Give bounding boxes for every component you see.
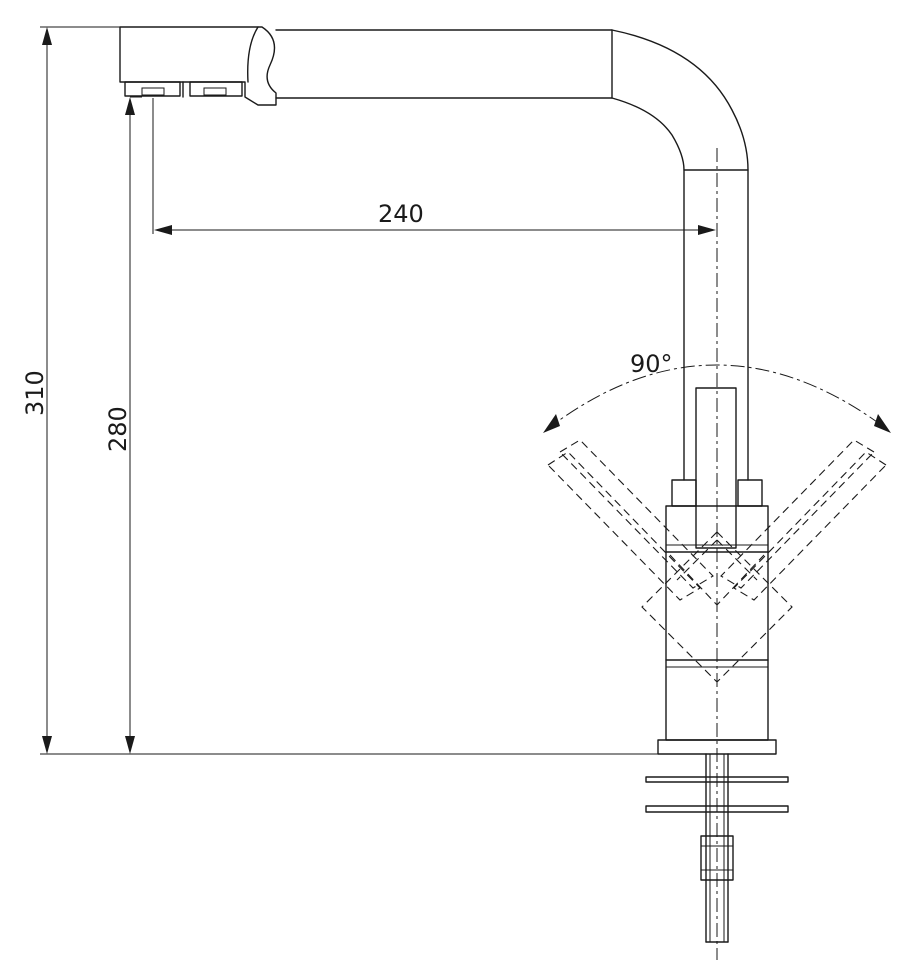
- faucet-outline: [119, 26, 789, 960]
- angle-label: 90°: [630, 350, 673, 378]
- overall-height-dimension: 310: [21, 26, 658, 755]
- reach-dimension: 240: [152, 98, 716, 235]
- reach-label: 240: [378, 200, 424, 228]
- spout-head: [119, 26, 277, 106]
- lever-swivel-positions: [547, 439, 887, 683]
- spout-height-dimension: 280: [104, 96, 142, 754]
- angle-arc: [545, 364, 889, 431]
- overall-height-label: 310: [21, 370, 49, 416]
- spout-height-label: 280: [104, 406, 132, 452]
- angle-dimension: 90°: [543, 350, 891, 433]
- spout-tube: [275, 29, 749, 481]
